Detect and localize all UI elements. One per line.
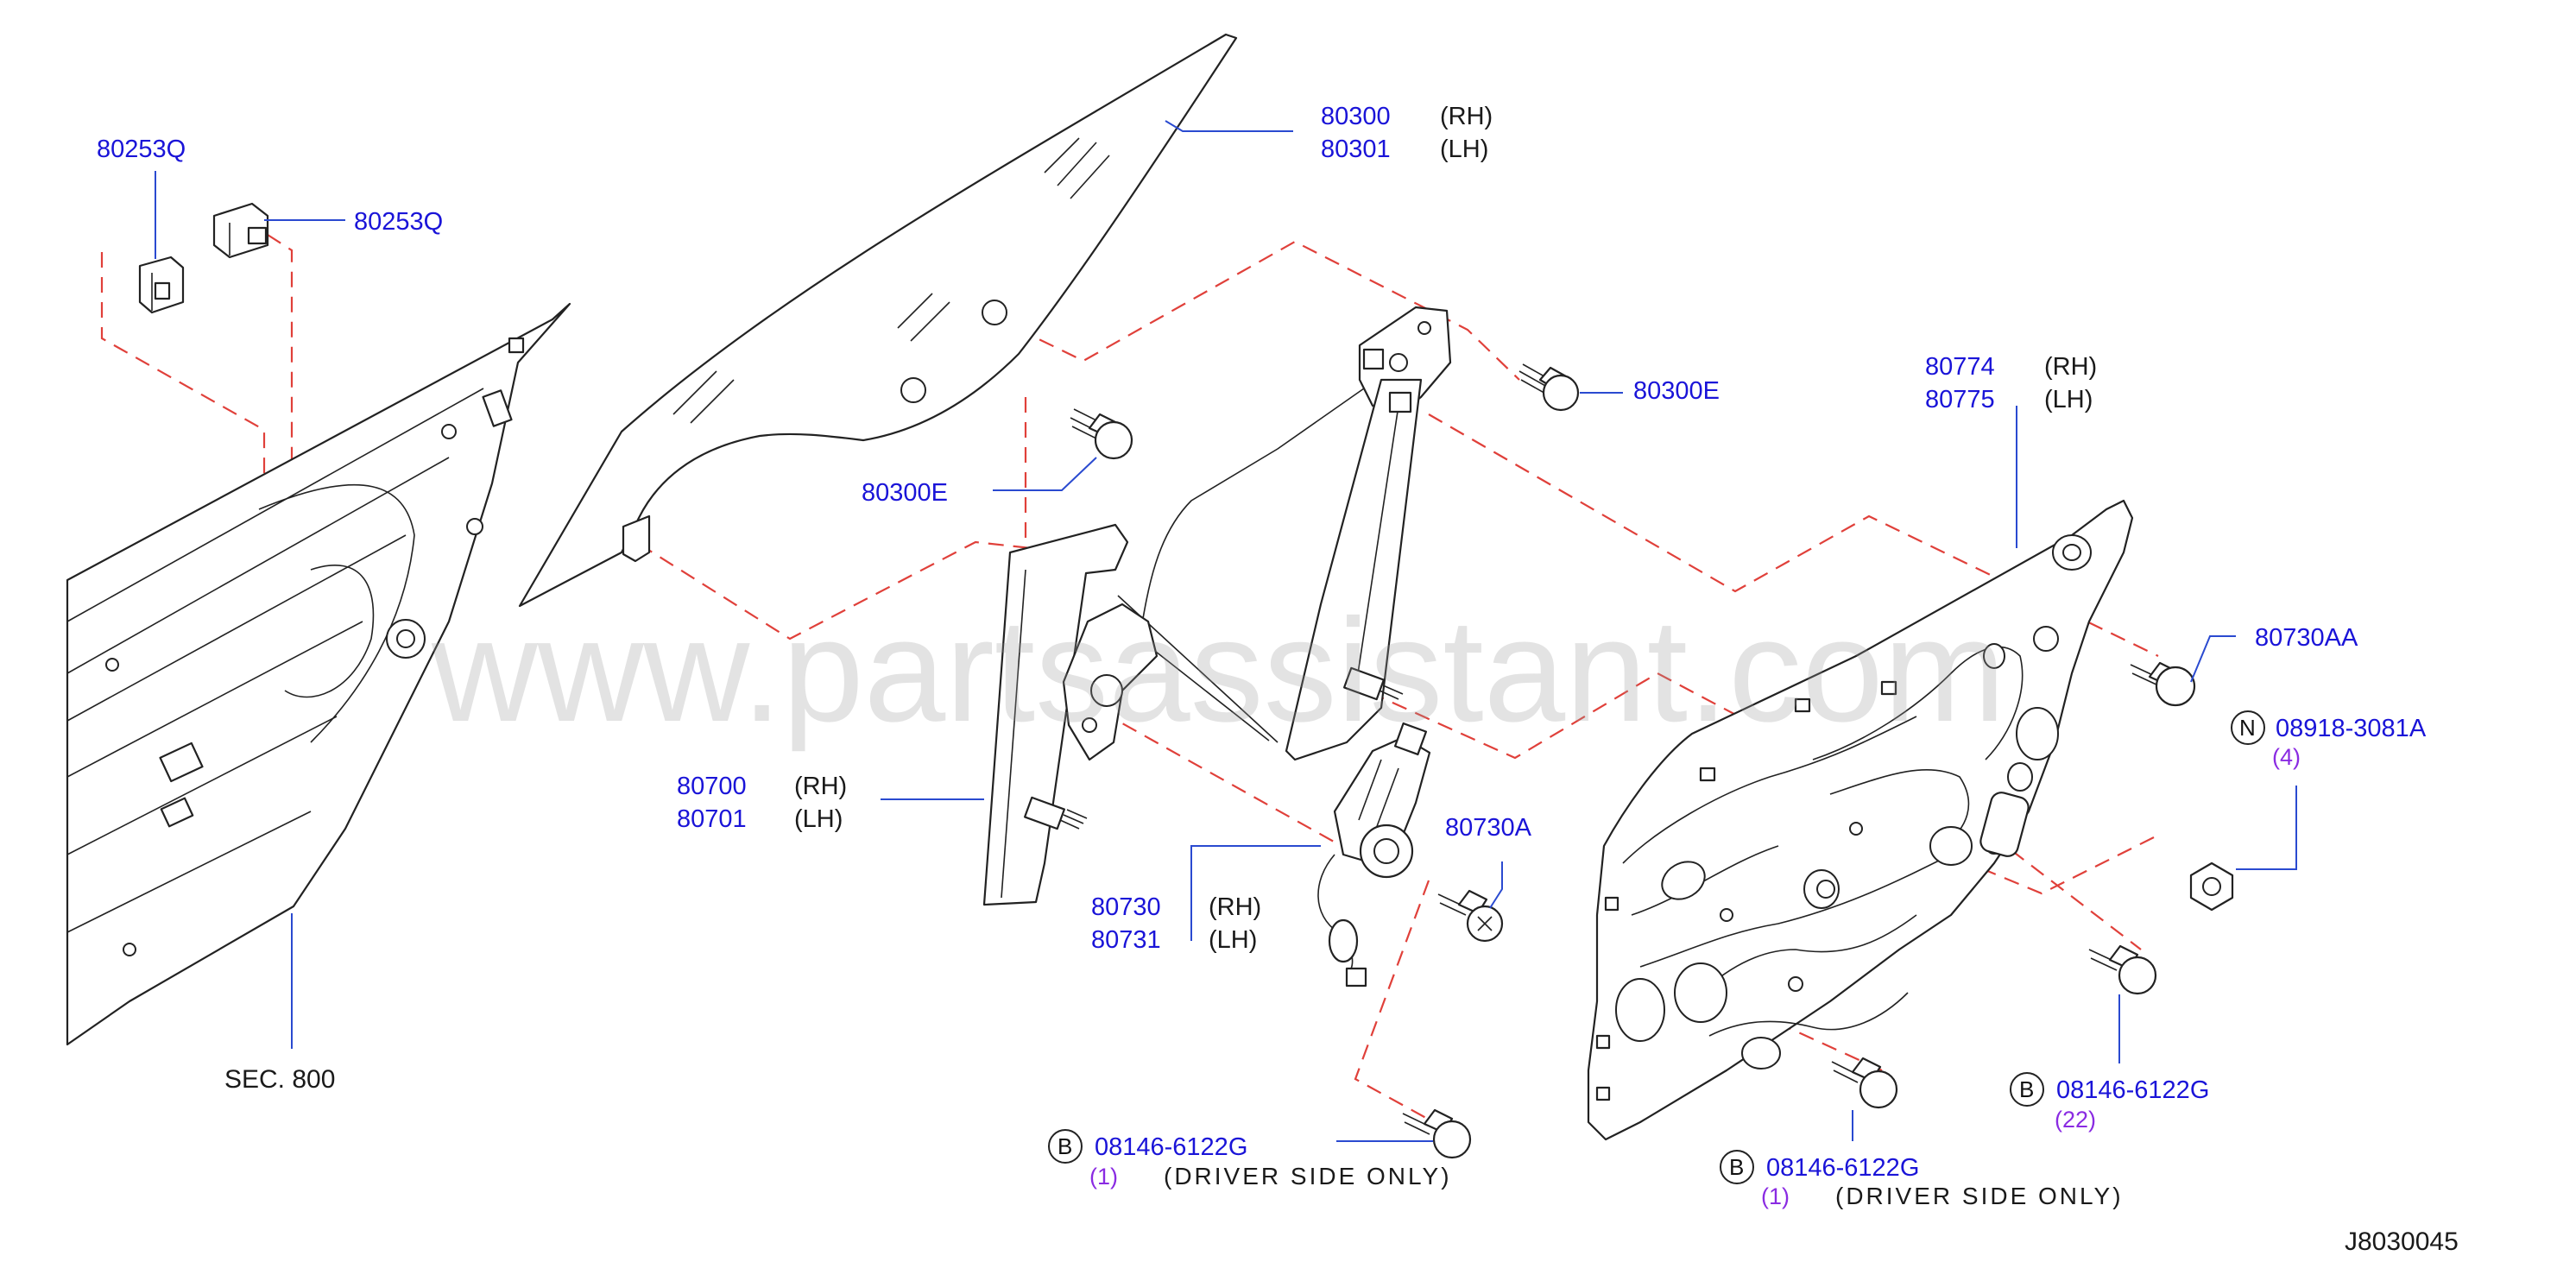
bolt-08146-6122g-left — [1402, 1108, 1472, 1159]
callout-80253q-b: 80253Q — [354, 208, 443, 236]
part-number-lh: 80301 — [1321, 136, 1391, 163]
letter-circle — [2231, 710, 2265, 745]
quantity: (22) — [2055, 1107, 2096, 1133]
side-lh: (LH) — [794, 805, 843, 833]
window-motor — [1317, 722, 1431, 988]
letter-circle — [2010, 1072, 2044, 1107]
door-glass — [518, 33, 1238, 608]
callout-bolt-b-mid: B 08146-6122G (1) (DRIVER SIDE ONLY) — [1720, 1150, 2124, 1209]
part-number-rh: 80700 — [677, 773, 747, 800]
bolt-80300e-right — [1518, 363, 1580, 412]
circle-letter: B — [2019, 1076, 2034, 1102]
callout-bolt-b22: B 08146-6122G (22) — [2010, 1072, 2209, 1133]
callout-80730aa: 80730AA — [2255, 624, 2358, 652]
quantity: (1) — [1089, 1164, 1118, 1190]
callout-80253q-a: 80253Q — [97, 136, 186, 163]
clip-80253q-b — [212, 202, 269, 259]
side-rh: (RH) — [794, 773, 847, 800]
side-rh: (RH) — [1209, 893, 1261, 921]
driver-side-note: (DRIVER SIDE ONLY) — [1835, 1183, 2124, 1209]
bolt-80730a — [1437, 889, 1504, 943]
part-number-lh: 80731 — [1091, 926, 1161, 954]
callout-nut: N 08918-3081A (4) — [2231, 710, 2427, 770]
section-reference: SEC. 800 — [224, 1065, 335, 1094]
diagram-code: J8030045 — [2345, 1227, 2459, 1256]
door-module-panel — [1587, 499, 2134, 1141]
leader-lines — [155, 120, 2297, 1142]
callout-80300e-left: 80300E — [862, 479, 948, 507]
quantity: (1) — [1761, 1183, 1790, 1209]
part-number-rh: 80774 — [1925, 353, 1995, 381]
side-rh: (RH) — [1440, 103, 1493, 130]
circle-letter: N — [2239, 715, 2256, 741]
part-number: 80253Q — [97, 136, 186, 163]
circle-letter: B — [1058, 1133, 1072, 1159]
watermark: www.partsassistant.com — [431, 589, 2005, 753]
side-rh: (RH) — [2044, 353, 2097, 381]
part-number: 80300E — [862, 479, 948, 507]
bolt-80730aa — [2130, 661, 2196, 707]
letter-circle — [1720, 1150, 1754, 1184]
callout-motor: 80730 (RH) 80731 (LH) — [1091, 893, 1261, 954]
bolt-08146-6122g-22 — [2088, 944, 2157, 995]
side-lh: (LH) — [1440, 136, 1488, 163]
quantity: (4) — [2272, 744, 2301, 770]
clip-80253q-a — [138, 256, 185, 314]
callout-bolt-b-left: B 08146-6122G (1) (DRIVER SIDE ONLY) — [1048, 1129, 1452, 1190]
callout-80300e-right: 80300E — [1633, 377, 1720, 405]
callout-trim-panel: 80774 (RH) 80775 (LH) — [1925, 353, 2097, 413]
part-number-rh: 80730 — [1091, 893, 1161, 921]
part-number: 80730AA — [2255, 624, 2358, 652]
window-regulator — [982, 306, 1452, 906]
callout-regulator: 80700 (RH) 80701 (LH) — [677, 773, 847, 833]
part-number: 08146-6122G — [1766, 1154, 1919, 1182]
callout-80730a: 80730A — [1445, 814, 1532, 842]
part-number: 08918-3081A — [2276, 715, 2427, 742]
circle-letter: B — [1729, 1154, 1744, 1180]
part-number: 80730A — [1445, 814, 1532, 842]
bolt-80300e-left — [1070, 408, 1133, 460]
part-number: 08146-6122G — [1095, 1133, 1247, 1161]
door-inner-panel — [66, 302, 571, 1046]
bolt-08146-6122g-mid — [1831, 1057, 1898, 1109]
part-number-lh: 80701 — [677, 805, 747, 833]
part-number-lh: 80775 — [1925, 386, 1995, 413]
part-number: 80300E — [1633, 377, 1720, 405]
part-number: 80253Q — [354, 208, 443, 236]
part-number: 08146-6122G — [2056, 1076, 2209, 1104]
side-lh: (LH) — [1209, 926, 1257, 954]
driver-side-note: (DRIVER SIDE ONLY) — [1164, 1163, 1452, 1190]
nut-08918-3081a — [2189, 861, 2234, 912]
letter-circle — [1048, 1129, 1083, 1164]
part-number-rh: 80300 — [1321, 103, 1391, 130]
callout-glass: 80300 (RH) 80301 (LH) — [1321, 103, 1493, 163]
side-lh: (LH) — [2044, 386, 2093, 413]
